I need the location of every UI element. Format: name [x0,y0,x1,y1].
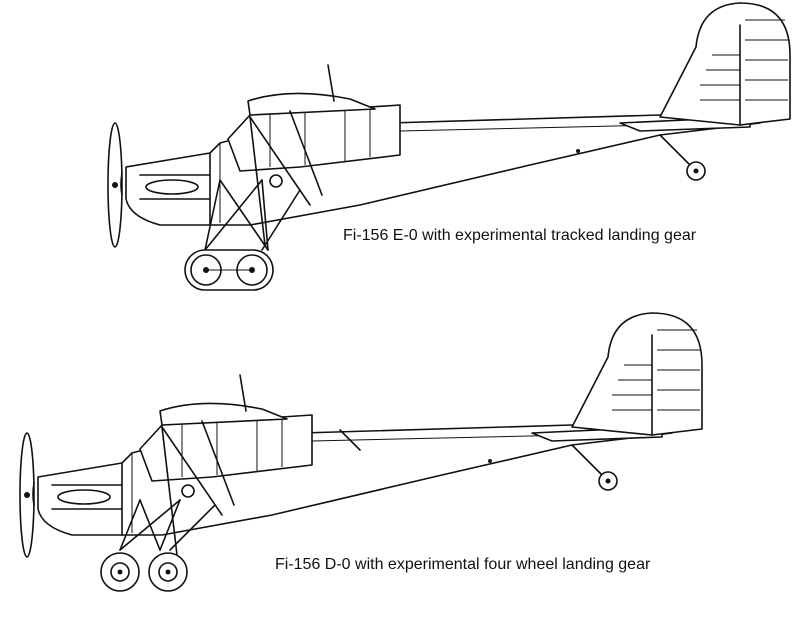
tracked-landing-gear [184,179,301,291]
aircraft-bottom-drawing [19,312,703,592]
four-wheel-landing-gear [100,499,216,592]
caption-tracked-gear: Fi-156 E-0 with experimental tracked lan… [343,227,697,244]
caption-four-wheel-gear: Fi-156 D-0 with experimental four wheel … [275,556,651,573]
aircraft-top-drawing [107,2,791,291]
